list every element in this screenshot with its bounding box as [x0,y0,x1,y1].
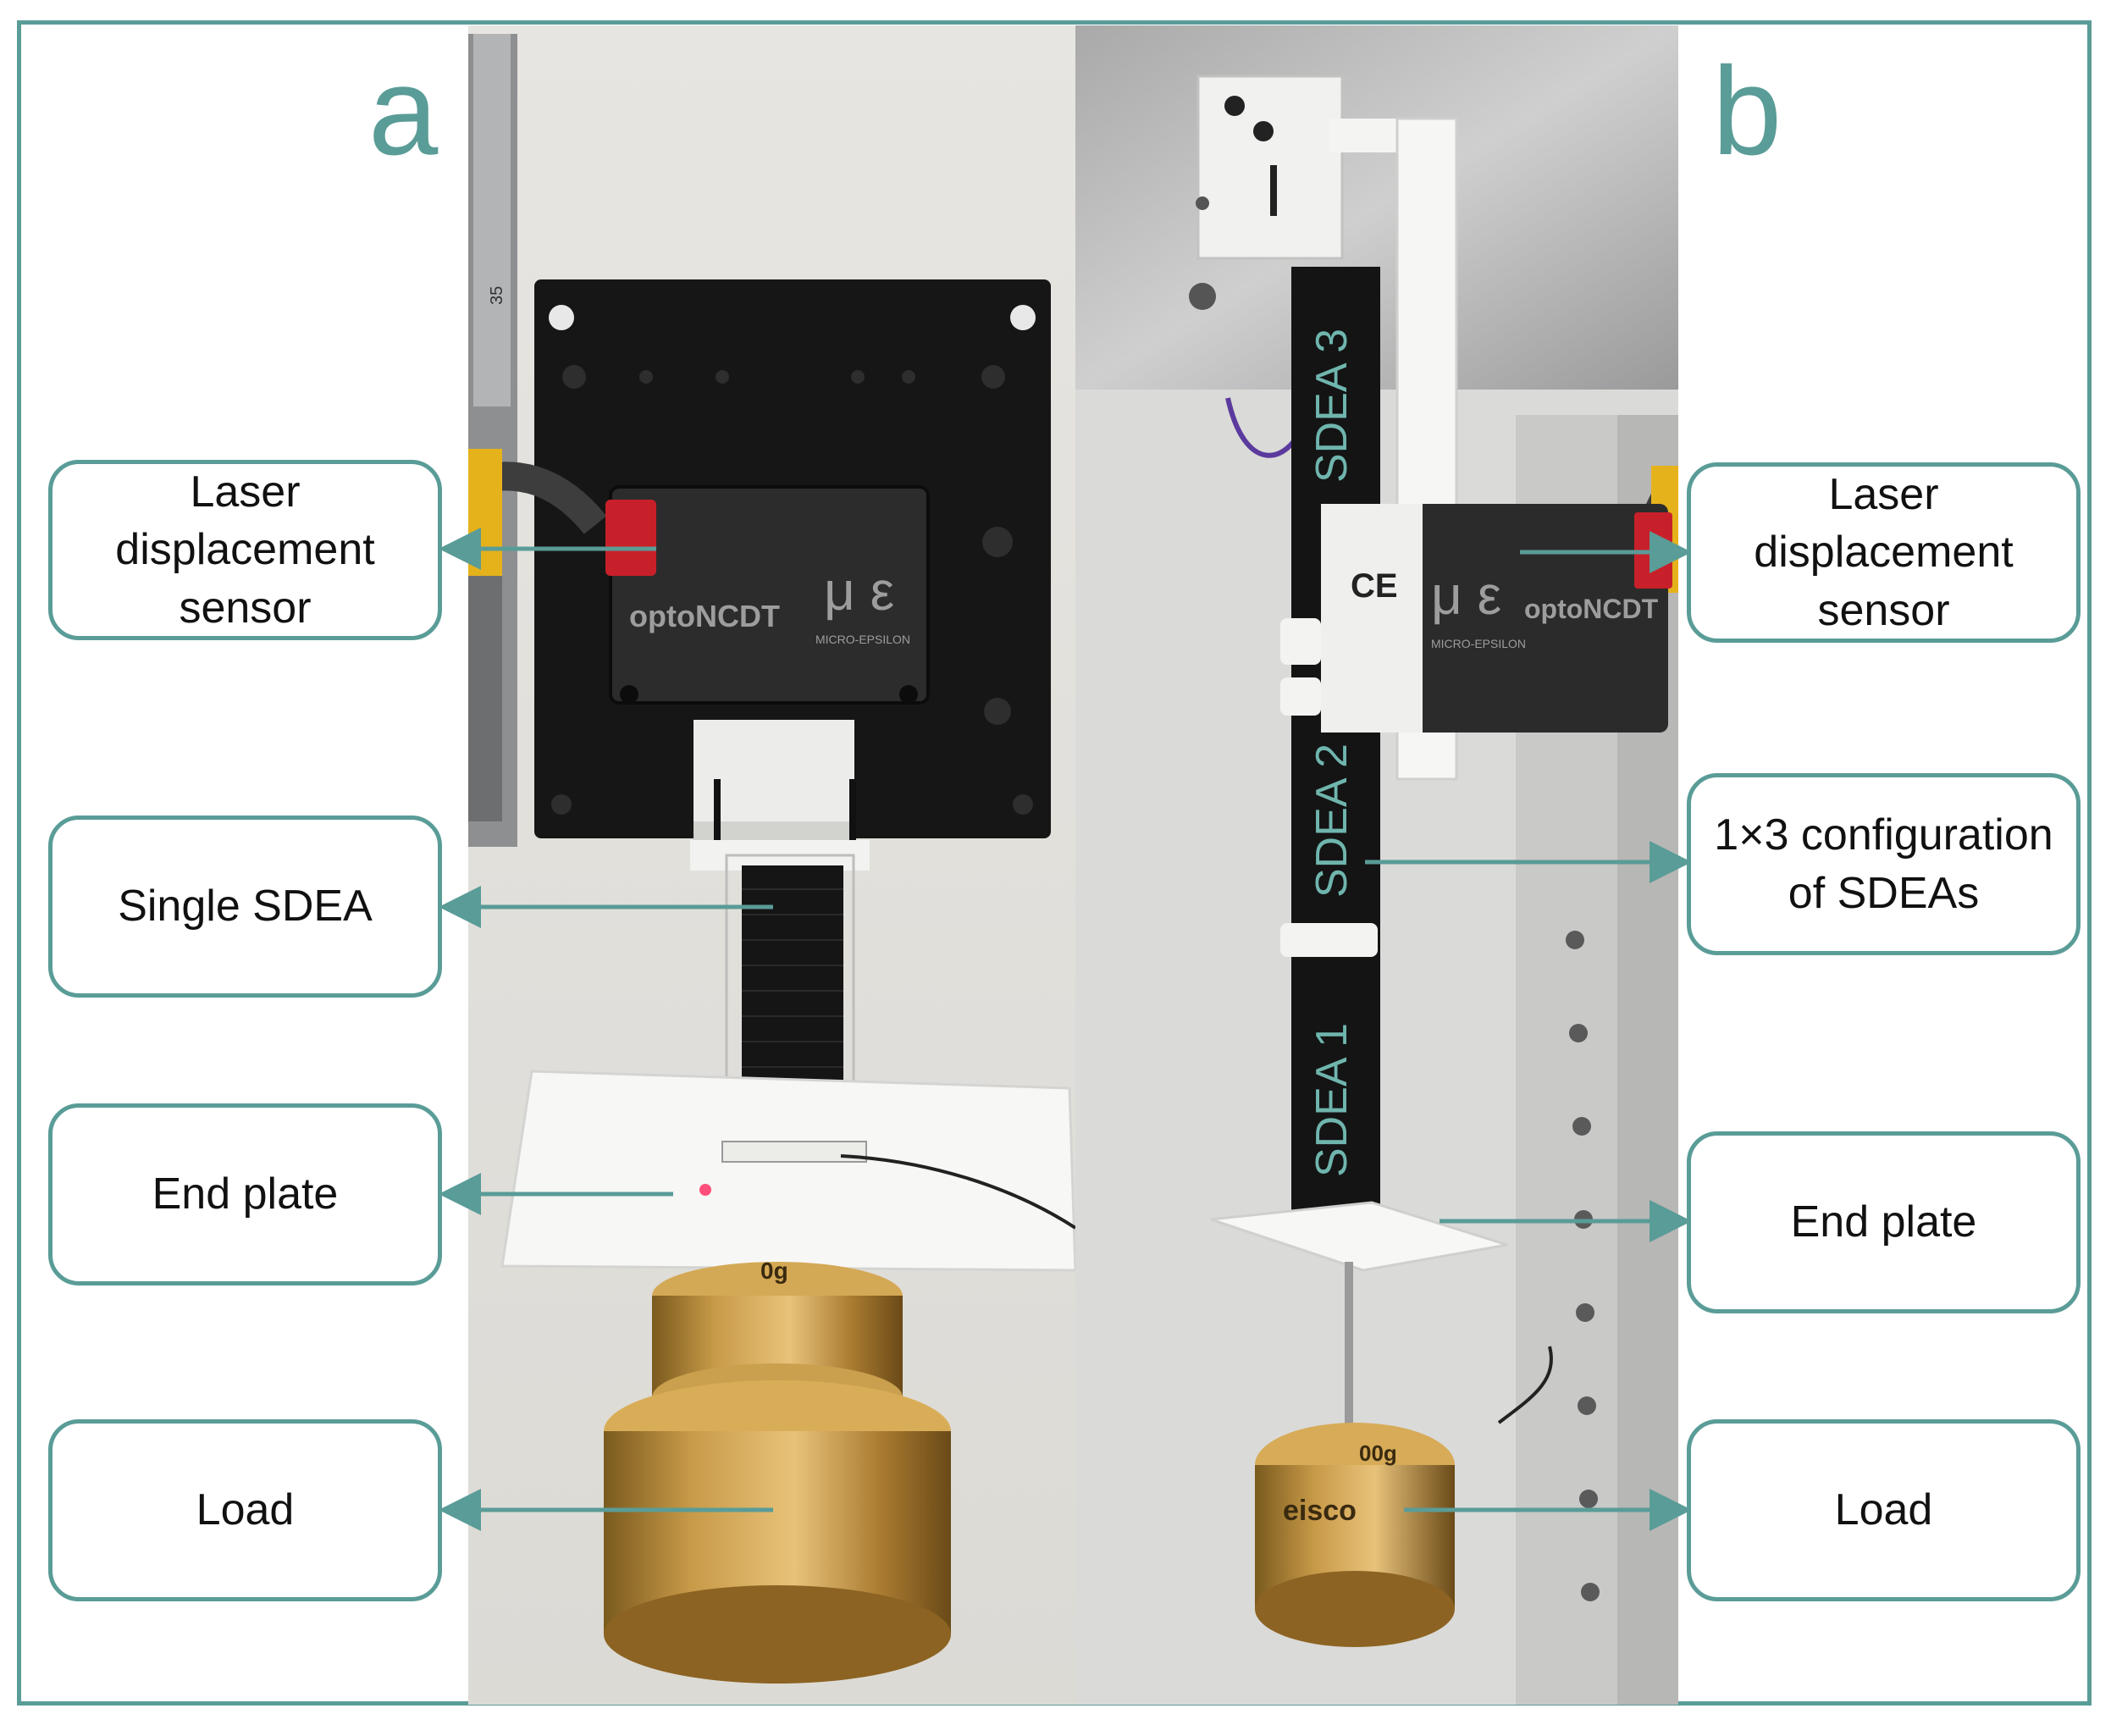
sensor-brand-a: optoNCDT [629,599,780,633]
panel-b-letter: b [1712,41,1782,181]
weight-mark-a: 0g [760,1258,788,1284]
panel-a-photo: 35 optoNCDT μ ε MICRO-EPSILON ei [468,25,1075,1705]
callout-b-config: 1×3 configuration of SDEAs [1687,773,2081,955]
panel-b-photo: SDEA 3 SDEA 2 SDEA 1 CE μ ε MICRO-EPSILO… [1075,25,1678,1705]
callout-b-laser: Laser displacement sensor [1687,462,2081,643]
callout-b-load: Load [1687,1419,2081,1601]
callout-a-sdea: Single SDEA [48,815,442,998]
panel-a-letter: a [368,41,439,181]
weight-mark-b: 00g [1359,1440,1397,1466]
sensor-brand-b: optoNCDT [1524,594,1659,624]
sensor-maker-b: MICRO-EPSILON [1431,637,1526,650]
micrometer-mark: 35 [488,286,506,305]
ce-mark: CE [1351,567,1398,605]
sdea-label-3: SDEA 3 [1307,329,1357,483]
sensor-maker-a: MICRO-EPSILON [815,633,910,646]
sensor-logo-a: μ ε [824,561,894,622]
callout-b-end-plate: End plate [1687,1131,2081,1313]
callout-a-laser: Laser displacement sensor [48,460,442,640]
sdea-label-2: SDEA 2 [1307,744,1357,898]
callout-a-end-plate: End plate [48,1103,442,1285]
sdea-label-1: SDEA 1 [1307,1023,1357,1177]
weight-brand-b: eisco [1283,1495,1357,1527]
sensor-logo-b: μ ε [1431,565,1501,626]
callout-a-load: Load [48,1419,442,1601]
